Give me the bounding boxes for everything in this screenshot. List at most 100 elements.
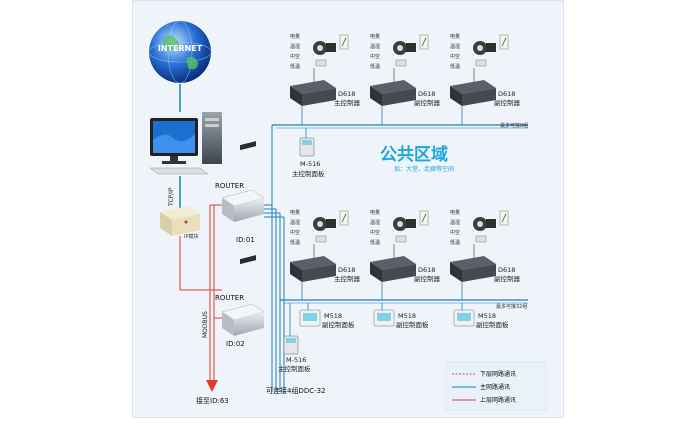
top_group-remote-icon	[475, 59, 487, 67]
bottom_group-controller-role: 副控制器	[414, 274, 441, 283]
top_group-controller-role: 主控制器	[334, 98, 361, 107]
area-subtitle: 如：大堂、走廊等空间	[394, 165, 454, 173]
top_group-fan-body-icon	[486, 43, 496, 52]
legend-label-2: 主网路通讯	[480, 383, 510, 391]
top_group-remote-icon	[395, 59, 407, 67]
top_group-switch-lever-icon	[501, 37, 507, 47]
bottom_group-controller-front	[462, 264, 496, 282]
bottom_group-sensor-label: 电量	[370, 209, 380, 216]
router-1-icon	[221, 141, 265, 222]
internet-label: INTERNET	[158, 44, 203, 53]
bottom-panel-model: M518	[324, 312, 342, 320]
top_group-controller-top	[290, 80, 336, 94]
bottom_group-sensor-label: 中空	[290, 229, 300, 236]
top_group-sensor-label: 温湿	[450, 43, 460, 50]
top_group-controller-model: D618	[498, 90, 515, 98]
top-panel-role: 主控制面板	[292, 169, 325, 178]
bottom-panel-screen-icon	[377, 313, 391, 321]
bottom-panel-role: 副控制面板	[476, 320, 509, 329]
router-2-title: ROUTER	[215, 294, 244, 302]
bottom_group-switch-lever-icon	[501, 213, 507, 223]
bottom_group-controller-top	[450, 256, 496, 270]
top_group-switch-lever-icon	[421, 37, 427, 47]
top_group-sensor-label: 电量	[290, 33, 300, 40]
bottom-panel-model: M518	[398, 312, 416, 320]
router-2-id: ID:02	[226, 340, 245, 348]
top_group-controller-front	[302, 88, 336, 106]
top_group-sensor-label: 低温	[370, 63, 380, 70]
area-title: 公共区域	[380, 144, 448, 165]
bottom_group-switch-lever-icon	[341, 213, 347, 223]
top_group-sensor-label: 电量	[370, 33, 380, 40]
bottom-more-note: 最多可接32组	[496, 303, 527, 310]
bottom_group-controller-side	[290, 262, 302, 282]
top_group-controller-role: 副控制器	[494, 98, 521, 107]
top_group-controller-role: 副控制器	[414, 98, 441, 107]
top_group-sensor-label: 电量	[450, 33, 460, 40]
legend-label-3: 上层网路通讯	[480, 396, 516, 404]
bottom_group-sensor-label: 电量	[290, 209, 300, 216]
top-more-note: 最多可接8组	[500, 122, 528, 129]
router-2-icon	[221, 255, 265, 336]
bottom_group-controller-side	[450, 262, 462, 282]
bottom_group-fan-body-icon	[406, 219, 416, 228]
bottom_group-remote-icon	[315, 235, 327, 243]
top_group-fan-hub-icon	[397, 45, 403, 51]
bottom_group-controller-side	[370, 262, 382, 282]
top_group-controller-model: D618	[338, 90, 355, 98]
bottom_group-sensor-label: 低温	[450, 239, 460, 246]
top_group-sensor-label: 低温	[450, 63, 460, 70]
computer-icon	[149, 112, 222, 175]
modbus-label: MODBUS	[202, 311, 209, 338]
top-panel-model: M-516	[300, 160, 320, 168]
bottom_group-controller-top	[290, 256, 336, 270]
bottom_group-controller-model: D618	[498, 266, 515, 274]
top_group-controller-front	[462, 88, 496, 106]
bottom_group-sensor-label: 低温	[370, 239, 380, 246]
bottom_group-sensor-label: 中空	[450, 229, 460, 236]
bottom-note: 接至ID:63	[196, 396, 229, 405]
bottom_group-sensor-label: 温湿	[290, 219, 300, 226]
bottom-panel-role: 副控制面板	[322, 320, 355, 329]
top_group-fan-body-icon	[326, 43, 336, 52]
bottom_group-sensor-label: 低温	[290, 239, 300, 246]
router-1-title: ROUTER	[215, 182, 244, 190]
top_group-controller-top	[370, 80, 416, 94]
bottom_group-fan-body-icon	[486, 219, 496, 228]
top_group-controller-side	[370, 86, 382, 106]
top-main-panel-icon	[299, 137, 315, 157]
top_group-controller-top	[450, 80, 496, 94]
top_group-controller-side	[290, 86, 302, 106]
bottom_group-remote-icon	[475, 235, 487, 243]
top_group-controller-side	[450, 86, 462, 106]
top_group-fan-body-icon	[406, 43, 416, 52]
bottom_group-remote-icon	[395, 235, 407, 243]
bottom-main-panel-screen-icon	[286, 338, 296, 343]
bottom-panel-model: M518	[478, 312, 496, 320]
router-1-id: ID:01	[236, 236, 255, 244]
bus-note: 可连接4组DDC-32	[266, 386, 326, 395]
top_group-sensor-label: 中空	[370, 53, 380, 60]
bottom_group-sensor-label: 温湿	[450, 219, 460, 226]
bottom_group-controller-model: D618	[338, 266, 355, 274]
ip-gateway-icon	[160, 206, 200, 236]
top_group-fan-hub-icon	[317, 45, 323, 51]
top_group-sensor-label: 低温	[290, 63, 300, 70]
bottom_group-fan-hub-icon	[397, 221, 403, 227]
top_group-remote-icon	[315, 59, 327, 67]
bottom_group-fan-hub-icon	[317, 221, 323, 227]
bottom-main-panel-model: M-516	[286, 356, 306, 364]
tcpip-label: TCP/IP	[168, 187, 175, 207]
bottom_group-fan-hub-icon	[477, 221, 483, 227]
bottom-panel-screen-icon	[303, 313, 317, 321]
bottom_group-switch-lever-icon	[421, 213, 427, 223]
bottom_group-controller-front	[382, 264, 416, 282]
bottom-main-panel-role: 主控制面板	[278, 364, 311, 373]
bottom_group-sensor-label: 温湿	[370, 219, 380, 226]
bottom_group-controller-front	[302, 264, 336, 282]
bottom_group-sensor-label: 电量	[450, 209, 460, 216]
bottom_group-fan-body-icon	[326, 219, 336, 228]
bottom_group-controller-model: D618	[418, 266, 435, 274]
